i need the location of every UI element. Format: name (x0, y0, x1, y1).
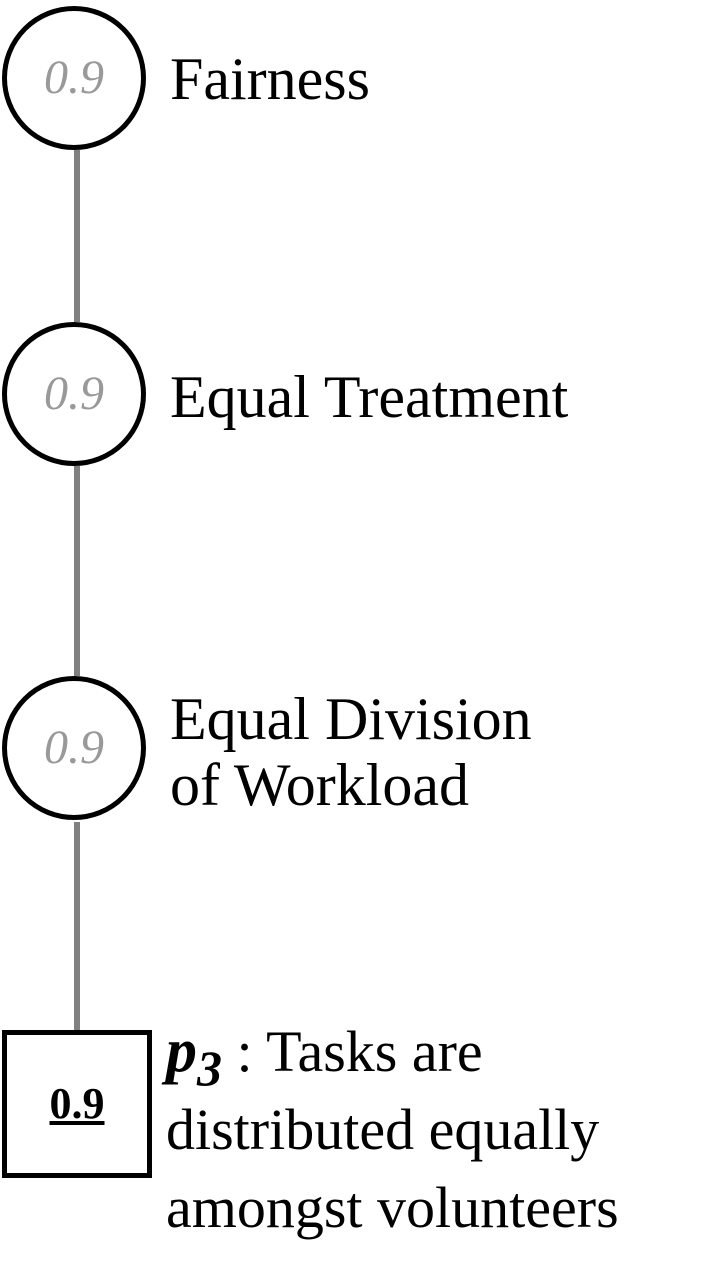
node-label-equal-division: Equal Division of Workload (170, 686, 532, 818)
node-label-text: Equal Treatment (170, 364, 569, 430)
node-circle-equal-division: 0.9 (2, 676, 146, 820)
node-label-text: Fairness (170, 46, 370, 112)
leaf-score: 0.9 (49, 1079, 105, 1128)
connector-line (74, 150, 80, 322)
node-score: 0.9 (44, 51, 104, 104)
node-label-fairness: Fairness (170, 46, 370, 112)
leaf-id-letter: p (166, 1017, 197, 1085)
node-label-line: Equal Division (170, 686, 532, 752)
node-score: 0.9 (44, 721, 104, 774)
node-circle-fairness: 0.9 (2, 6, 146, 150)
leaf-label-line: p3 : Tasks are (166, 1012, 619, 1093)
leaf-text-line: distributed equally (166, 1097, 600, 1162)
leaf-label: p3 : Tasks are distributed equally among… (166, 1012, 619, 1247)
node-score: 0.9 (44, 367, 104, 420)
leaf-id-subscript: 3 (197, 1040, 222, 1096)
leaf-separator: : (222, 1019, 267, 1084)
leaf-text-line: Tasks are (266, 1019, 483, 1084)
leaf-id: p3 (166, 1017, 222, 1093)
connector-line (74, 822, 80, 1032)
leaf-text-line: amongst volunteers (166, 1175, 619, 1240)
node-label-line: of Workload (170, 752, 470, 818)
leaf-box: 0.9 (2, 1030, 152, 1178)
connector-line (74, 466, 80, 676)
node-circle-equal-treatment: 0.9 (2, 322, 146, 466)
node-label-equal-treatment: Equal Treatment (170, 364, 568, 430)
